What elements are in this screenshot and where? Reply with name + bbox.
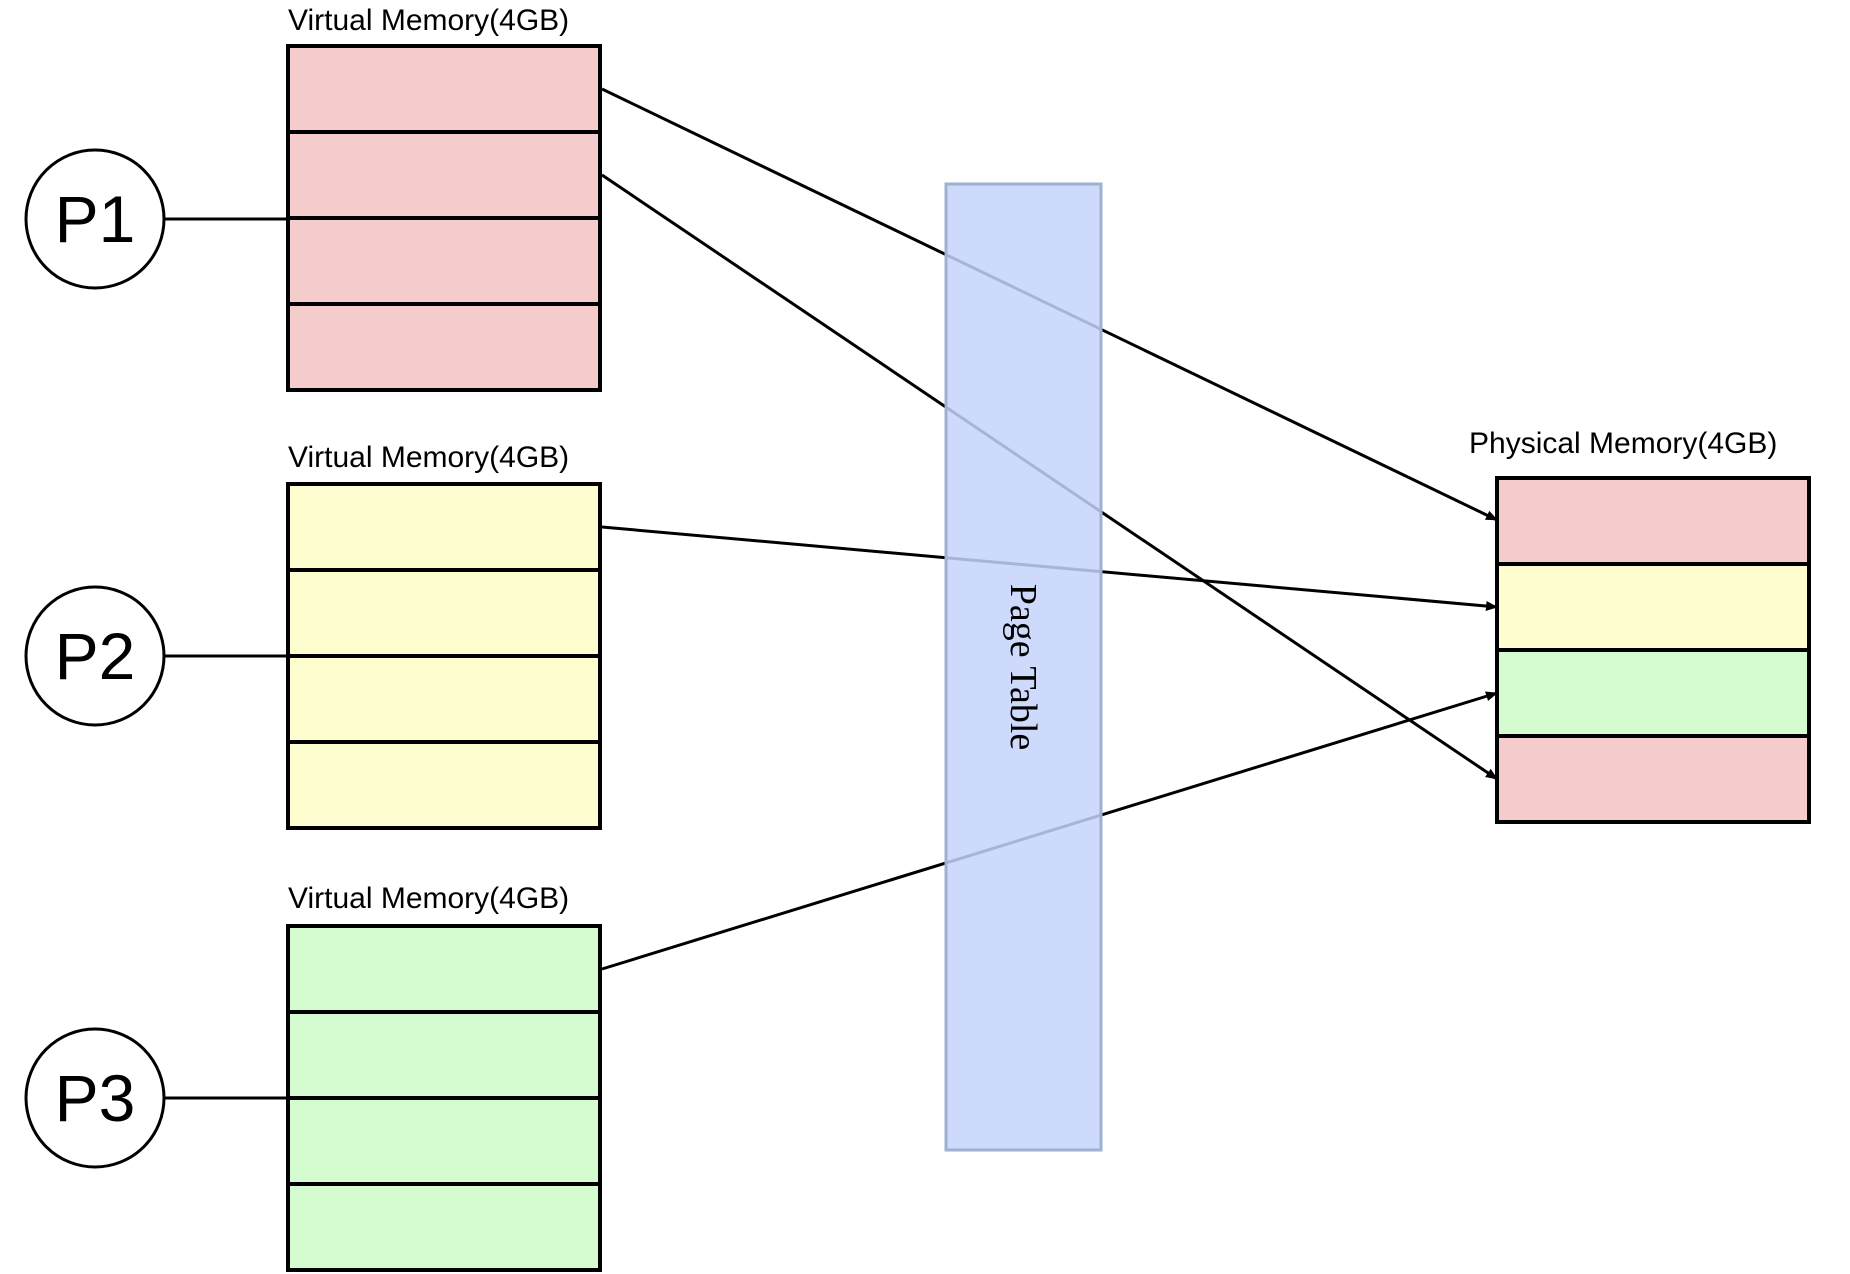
physical-memory-label: Physical Memory(4GB) xyxy=(1469,427,1777,460)
virtual-memory-p2: Virtual Memory(4GB) xyxy=(286,441,602,830)
process-label: P2 xyxy=(55,619,136,693)
physical-frame xyxy=(1495,476,1811,566)
page-table: Page Table xyxy=(944,182,1103,1152)
virtual-page xyxy=(286,568,602,658)
process-label: P3 xyxy=(55,1061,136,1135)
process-node-p2 xyxy=(24,585,166,727)
virtual-page xyxy=(286,216,602,306)
physical-memory: Physical Memory(4GB) xyxy=(1469,427,1811,824)
virtual-memory-label: Virtual Memory(4GB) xyxy=(288,4,569,37)
virtual-page xyxy=(286,1096,602,1186)
virtual-page xyxy=(286,654,602,744)
virtual-page xyxy=(286,740,602,830)
virtual-memory-label: Virtual Memory(4GB) xyxy=(288,441,569,474)
virtual-page xyxy=(286,924,602,1014)
process-node-p3 xyxy=(24,1027,166,1169)
virtual-page xyxy=(286,1182,602,1272)
physical-frame xyxy=(1495,734,1811,824)
physical-frame xyxy=(1495,562,1811,652)
virtual-memory-p3: Virtual Memory(4GB) xyxy=(286,882,602,1272)
physical-frame xyxy=(1495,648,1811,738)
process-label: P1 xyxy=(55,182,136,256)
virtual-memory-label: Virtual Memory(4GB) xyxy=(288,882,569,915)
process-node-p1 xyxy=(24,148,166,290)
virtual-memory-p1: Virtual Memory(4GB) xyxy=(286,4,602,392)
virtual-page xyxy=(286,130,602,220)
virtual-page xyxy=(286,1010,602,1100)
virtual-page xyxy=(286,482,602,572)
virtual-page xyxy=(286,44,602,134)
virtual-page xyxy=(286,302,602,392)
page-table-label: Page Table xyxy=(1002,584,1044,751)
